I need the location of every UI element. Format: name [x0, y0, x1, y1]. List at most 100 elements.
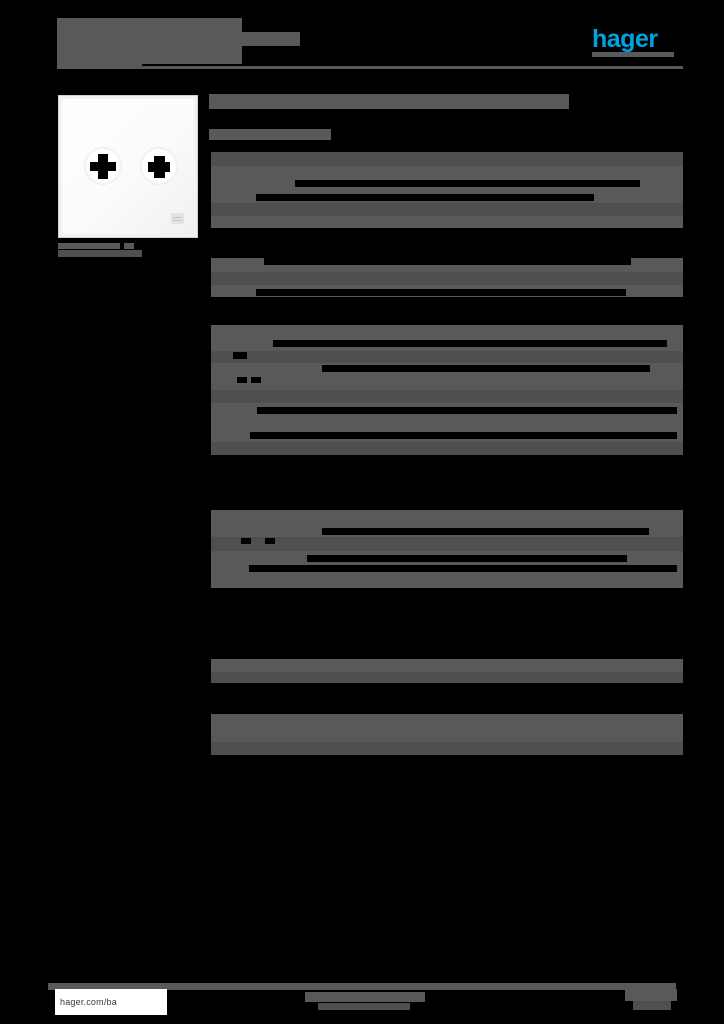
spec-value-mask [322, 528, 649, 535]
spec-row [209, 351, 683, 363]
spec-row [209, 537, 683, 551]
spec-value-mask [307, 555, 627, 562]
spec-value-mask [250, 432, 677, 439]
spec-row-indent [209, 166, 211, 180]
spec-value-mask [241, 538, 251, 544]
header-divider [57, 66, 683, 69]
spec-value-mask [264, 258, 631, 265]
spec-row-indent [209, 363, 211, 376]
spec-row [209, 403, 683, 416]
page-header [57, 14, 683, 72]
spec-row [209, 216, 683, 228]
spec-row [209, 152, 683, 166]
page-subtitle [209, 129, 331, 140]
hager-logo: hager [592, 25, 658, 53]
socket-slot-vertical [154, 156, 165, 178]
spec-row [209, 442, 683, 455]
spec-row [209, 376, 683, 390]
spec-row-indent [209, 152, 211, 166]
spec-group [209, 696, 683, 709]
spec-group [209, 325, 683, 455]
spec-row-indent [209, 537, 211, 551]
header-title-line2-redaction [57, 47, 142, 67]
faceplate [62, 99, 194, 234]
spec-row [209, 551, 683, 563]
spec-row [209, 575, 683, 588]
spec-group [209, 258, 683, 297]
spec-row-indent [209, 351, 211, 363]
spec-row [209, 258, 683, 272]
spec-row [209, 363, 683, 376]
socket-right-icon [140, 147, 178, 185]
caption-code-redaction [124, 243, 134, 249]
spec-row-indent [209, 272, 211, 285]
spec-row [209, 390, 683, 403]
spec-row [209, 659, 683, 672]
spec-value-mask [237, 377, 247, 383]
spec-group [209, 152, 683, 228]
spec-value-mask [295, 180, 640, 187]
footer-center-redaction [305, 992, 425, 1002]
page-title [209, 94, 569, 109]
spec-row-indent [209, 258, 211, 272]
spec-row [209, 430, 683, 442]
spec-row-indent [209, 180, 211, 192]
spec-row [209, 192, 683, 203]
spec-row-indent [209, 430, 211, 442]
caption-line-redaction [58, 250, 142, 257]
spec-row [209, 338, 683, 351]
spec-group [209, 510, 683, 588]
spec-value-mask [265, 538, 275, 544]
footer-url-link[interactable]: hager.com/ba [55, 989, 167, 1015]
spec-row [209, 524, 683, 537]
spec-row [209, 180, 683, 192]
caption-line-redaction [58, 243, 120, 249]
spec-value-mask [322, 365, 650, 372]
spec-value-mask [251, 377, 261, 383]
spec-row [209, 416, 683, 430]
spec-row-indent [209, 659, 211, 672]
footer-divider [48, 983, 676, 990]
brand-mark-icon [171, 213, 184, 224]
footer-center-redaction-2 [318, 1003, 410, 1010]
spec-row [209, 696, 683, 709]
spec-row-indent [209, 442, 211, 455]
spec-value-mask [257, 407, 677, 414]
spec-row [209, 728, 683, 742]
socket-slot-vertical [98, 154, 108, 179]
spec-row-indent [209, 376, 211, 390]
spec-row-indent [209, 416, 211, 430]
product-caption [58, 243, 148, 257]
spec-group [209, 659, 683, 683]
spec-row-indent [209, 192, 211, 203]
spec-row [209, 272, 683, 285]
spec-row-indent [209, 672, 211, 683]
spec-row-indent [209, 551, 211, 563]
spec-row-indent [209, 524, 211, 537]
spec-value-mask [233, 352, 247, 359]
header-subtitle-redaction [197, 32, 300, 46]
spec-value-mask [256, 289, 626, 296]
spec-row-indent [209, 203, 211, 216]
spec-row-indent [209, 714, 211, 728]
spec-row [209, 203, 683, 216]
spec-row [209, 285, 683, 297]
spec-value-mask [273, 340, 667, 347]
spec-row-indent [209, 742, 211, 755]
spec-row-indent [209, 403, 211, 416]
spec-row-indent [209, 325, 211, 338]
spec-row [209, 510, 683, 524]
spec-row [209, 714, 683, 728]
spec-row-indent [209, 728, 211, 742]
spec-row [209, 563, 683, 575]
logo-underline [592, 52, 674, 57]
spec-value-mask [256, 194, 594, 201]
footer-page-number-redaction [625, 989, 677, 1001]
socket-left-icon [84, 147, 122, 185]
footer-page-number-redaction-2 [633, 1001, 671, 1010]
spec-row [209, 325, 683, 338]
spec-row-indent [209, 575, 211, 588]
spec-row [209, 166, 683, 180]
spec-row [209, 672, 683, 683]
